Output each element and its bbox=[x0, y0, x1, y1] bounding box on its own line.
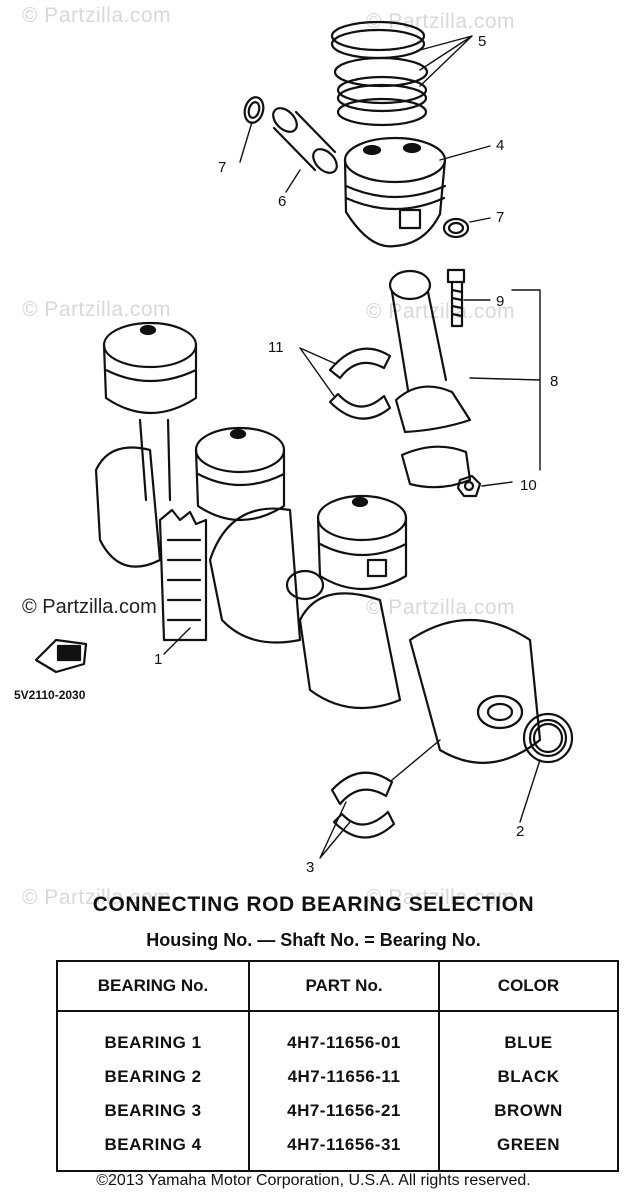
callout-3: 3 bbox=[306, 859, 314, 876]
watermark: © Partzilla.com bbox=[22, 4, 172, 27]
piston-pin-part bbox=[272, 107, 338, 174]
main-bearing-part bbox=[330, 771, 396, 839]
part-number-cell: 4H7-11656-11 bbox=[249, 1060, 440, 1094]
watermark: © Partzilla.com bbox=[22, 886, 172, 909]
copyright-notice: ©2013 Yamaha Motor Corporation, U.S.A. A… bbox=[96, 1172, 531, 1189]
table-row: BEARING 3 4H7-11656-21 BROWN bbox=[57, 1094, 618, 1128]
bearing-name-cell: BEARING 1 bbox=[57, 1011, 250, 1060]
table-row: BEARING 4 4H7-11656-31 GREEN bbox=[57, 1128, 618, 1171]
callout-7: 7 bbox=[218, 159, 226, 176]
watermark: © Partzilla.com bbox=[366, 886, 516, 909]
callout-8: 8 bbox=[550, 373, 558, 390]
color-cell: BLUE bbox=[504, 1033, 553, 1052]
piston-part bbox=[343, 136, 447, 248]
color-cell: GREEN bbox=[497, 1135, 560, 1154]
rod-nut-part bbox=[456, 474, 482, 498]
piston-rings-part bbox=[330, 20, 429, 127]
callout-7: 7 bbox=[496, 209, 504, 226]
part-number-cell: 4H7-11656-01 bbox=[249, 1011, 440, 1060]
column-header: COLOR bbox=[439, 961, 618, 1012]
table-header-row: BEARING No. PART No. COLOR bbox=[57, 961, 618, 1012]
callout-2: 2 bbox=[516, 823, 524, 840]
bearing-selection-table: BEARING No. PART No. COLOR BEARING 1 4H7… bbox=[56, 960, 619, 1172]
bearing-name-cell: BEARING 3 bbox=[57, 1094, 250, 1128]
selection-title: CONNECTING ROD BEARING SELECTION bbox=[92, 893, 535, 916]
callout-1: 1 bbox=[154, 651, 162, 668]
callout-11: 11 bbox=[268, 339, 284, 356]
circlip-part bbox=[243, 96, 470, 239]
column-header: BEARING No. bbox=[57, 961, 250, 1012]
front-arrow-icon bbox=[34, 638, 88, 674]
watermark: © Partzilla.com bbox=[366, 10, 516, 33]
table-row: BEARING 1 4H7-11656-01 BLUE bbox=[57, 1011, 618, 1060]
crankshaft-assembly-part bbox=[94, 321, 542, 764]
callout-6: 6 bbox=[278, 193, 286, 210]
callout-9: 9 bbox=[496, 293, 504, 310]
oil-seal-part bbox=[522, 712, 574, 764]
watermark-center: © Partzilla.com bbox=[22, 596, 157, 618]
selection-formula: Housing No. — Shaft No. = Bearing No. bbox=[146, 930, 481, 950]
exploded-parts-diagram: 5 4 7 6 7 9 8 10 11 1 2 3 bbox=[34, 20, 574, 876]
bearing-name-cell: BEARING 2 bbox=[57, 1060, 250, 1094]
callout-5: 5 bbox=[478, 33, 486, 50]
color-cell: BLACK bbox=[497, 1067, 560, 1086]
rod-bearing-part bbox=[328, 347, 392, 420]
watermark: © Partzilla.com bbox=[366, 596, 516, 619]
part-number-cell: 4H7-11656-31 bbox=[249, 1128, 440, 1171]
table-row: BEARING 2 4H7-11656-11 BLACK bbox=[57, 1060, 618, 1094]
callout-10: 10 bbox=[520, 477, 537, 494]
callout-4: 4 bbox=[496, 137, 504, 154]
connecting-rod-part bbox=[388, 269, 472, 489]
diagram-code: 5V2110-2030 bbox=[14, 688, 86, 702]
rod-bolt-part bbox=[446, 268, 466, 328]
part-number-cell: 4H7-11656-21 bbox=[249, 1094, 440, 1128]
bearing-name-cell: BEARING 4 bbox=[57, 1128, 250, 1171]
color-cell: BROWN bbox=[494, 1101, 563, 1120]
watermark: © Partzilla.com bbox=[22, 298, 172, 321]
column-header: PART No. bbox=[249, 961, 440, 1012]
watermark: © Partzilla.com bbox=[366, 300, 516, 323]
